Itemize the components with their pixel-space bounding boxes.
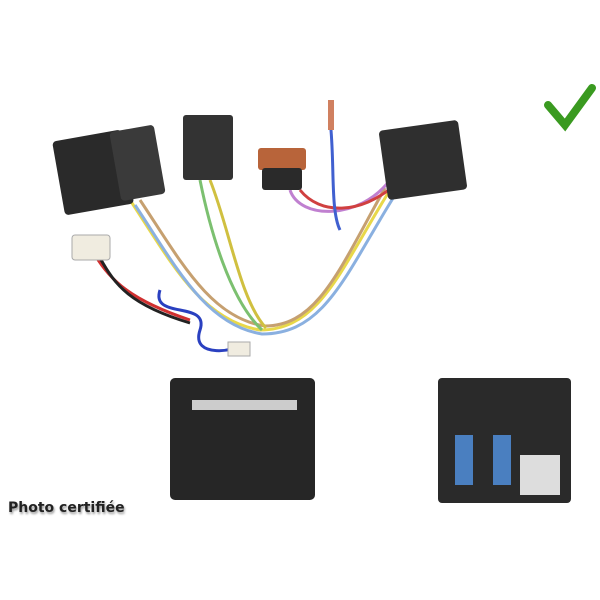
antenna-pin bbox=[328, 100, 334, 130]
iso-connector-black bbox=[183, 115, 233, 180]
iso-connector-brown bbox=[258, 148, 306, 170]
certified-photo-label: Photo certifiée bbox=[8, 500, 125, 516]
wire-bundle bbox=[93, 119, 397, 353]
white-plug-small bbox=[227, 341, 251, 357]
quadlock-face-connector bbox=[170, 378, 315, 500]
white-plug bbox=[71, 234, 111, 261]
quadlock-connector-right bbox=[379, 120, 467, 200]
quadlock-side-connector bbox=[438, 378, 571, 503]
checkmark-icon bbox=[544, 84, 596, 132]
iso-connector-black-small bbox=[262, 168, 302, 190]
quadlock-connector-left bbox=[52, 125, 166, 215]
